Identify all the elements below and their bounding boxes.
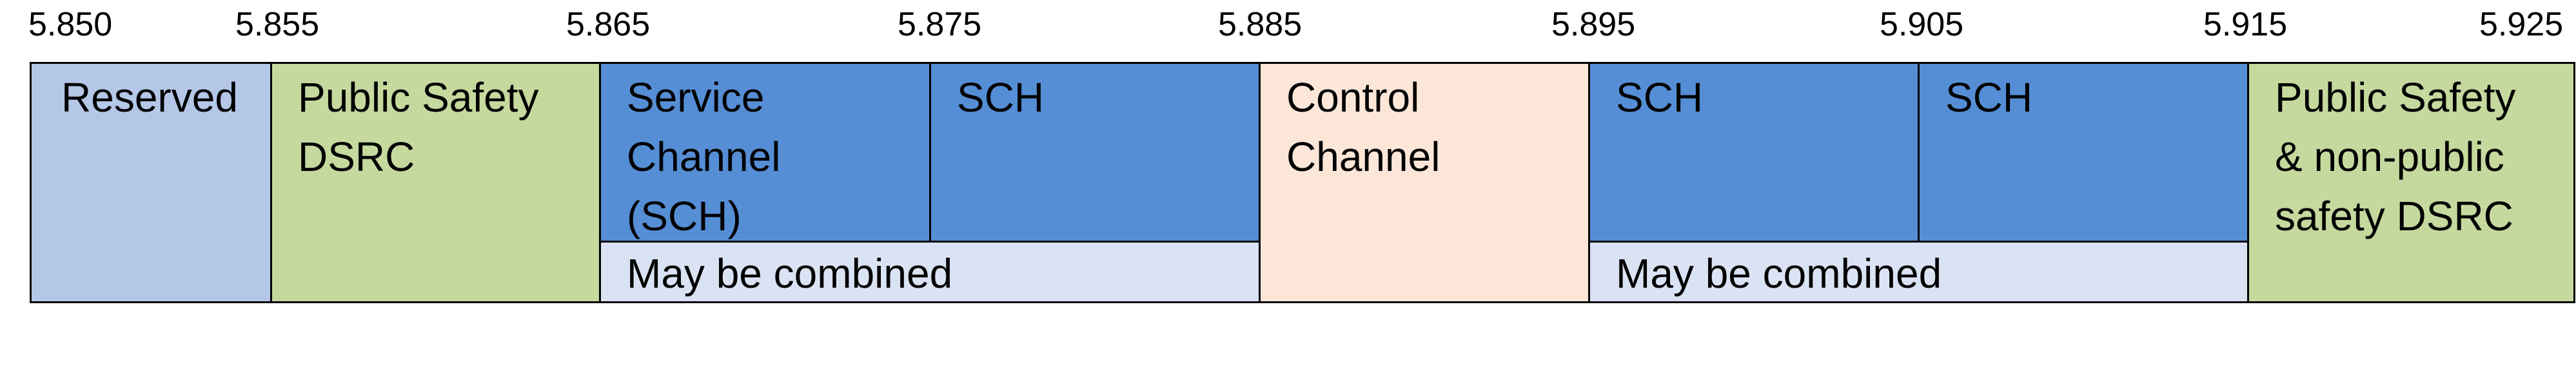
combined-label-left: May be combined: [599, 241, 1261, 303]
band-label: Control Channel: [1286, 74, 1440, 180]
band-label: SCH: [957, 74, 1045, 121]
tick-label: 5.855: [235, 6, 320, 43]
band-public-nonpublic-safety-dsrc: Public Safety & non-public safety DSRC: [2247, 62, 2575, 303]
band-service-channel: Service Channel (SCH): [599, 62, 931, 243]
band-label: Public Safety DSRC: [298, 74, 539, 180]
tick-label: 5.895: [1551, 6, 1636, 43]
tick-label: 5.850: [28, 6, 113, 43]
tick-label: 5.885: [1218, 6, 1303, 43]
band-label: SCH: [1616, 74, 1704, 121]
combined-text: May be combined: [1616, 250, 1942, 297]
band-label: Service Channel (SCH): [627, 74, 781, 239]
combined-text: May be combined: [627, 250, 953, 297]
combined-label-right: May be combined: [1588, 241, 2249, 303]
band-label: Reserved: [61, 74, 238, 121]
band-sch-1: SCH: [929, 62, 1261, 243]
tick-label: 5.875: [898, 6, 982, 43]
band-reserved: Reserved: [30, 62, 272, 303]
band-control-channel: Control Channel: [1259, 62, 1590, 303]
band-sch-3: SCH: [1918, 62, 2249, 243]
band-label: Public Safety & non-public safety DSRC: [2275, 74, 2516, 239]
tick-label: 5.925: [2479, 6, 2564, 43]
tick-label: 5.905: [1880, 6, 1964, 43]
band-public-safety-dsrc: Public Safety DSRC: [270, 62, 601, 303]
band-label: SCH: [1945, 74, 2033, 121]
band-sch-2: SCH: [1588, 62, 1920, 243]
tick-label: 5.865: [566, 6, 651, 43]
tick-label: 5.915: [2203, 6, 2288, 43]
